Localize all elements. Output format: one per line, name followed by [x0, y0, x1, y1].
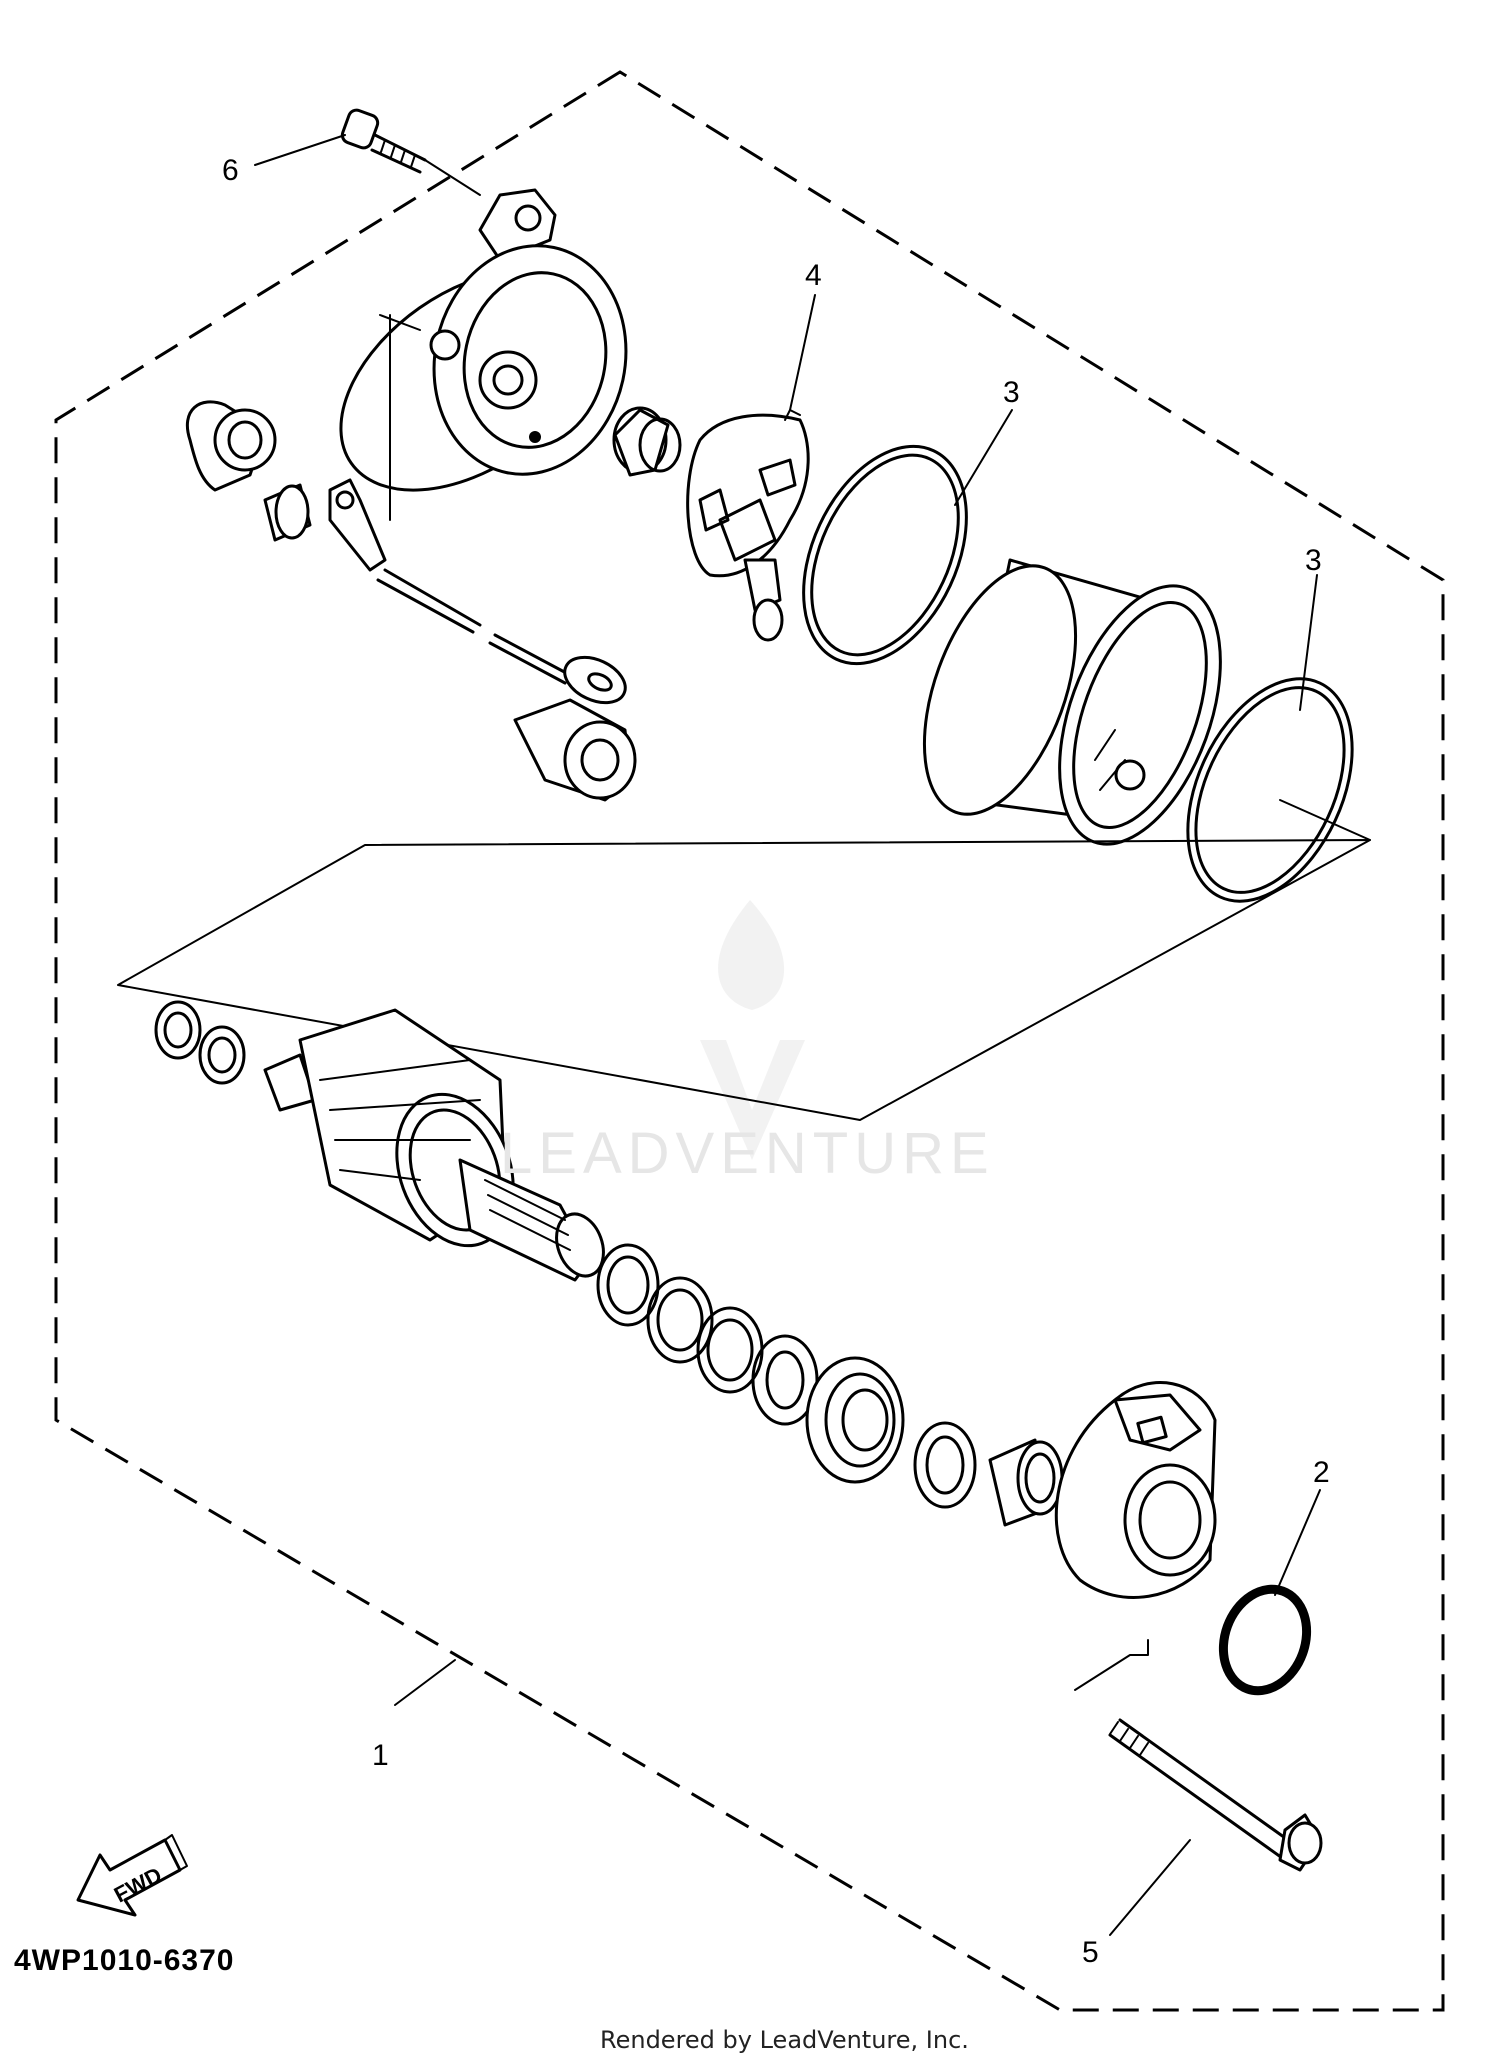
- callout-6: 6: [222, 154, 239, 187]
- shim-stack: [596, 1243, 819, 1426]
- watermark-text: LEADVENTURE: [500, 1121, 995, 1186]
- armature: [263, 1008, 605, 1282]
- through-bolt-part-5: [1108, 1718, 1323, 1872]
- callout-4: 4: [805, 259, 822, 292]
- callout-2: 2: [1313, 1456, 1330, 1489]
- callout-3a: 3: [1003, 376, 1020, 409]
- bolt-part-6: [340, 108, 481, 196]
- motor-yoke: [922, 558, 1222, 846]
- oil-seal: [805, 1356, 905, 1484]
- callout-3b: 3: [1305, 544, 1322, 577]
- o-ring-part-3-lower: [1186, 677, 1354, 903]
- callout-5: 5: [1082, 1936, 1099, 1969]
- callout-1: 1: [372, 1739, 389, 1772]
- rear-cover: [1054, 1381, 1217, 1691]
- leader-line-5: [1109, 1839, 1191, 1936]
- terminal-grommet: [185, 400, 312, 542]
- lead-wire: [328, 314, 627, 705]
- washer-pair: [154, 1000, 246, 1085]
- terminal-cap: [513, 698, 637, 802]
- render-credit: Rendered by LeadVenture, Inc.: [600, 2026, 969, 2054]
- fwd-arrow-icon: FWD: [76, 1834, 188, 1917]
- brush-holder-part-4: [686, 409, 810, 642]
- leader-line-6: [254, 134, 346, 166]
- diagram-code: 4WP1010-6370: [14, 1944, 235, 1977]
- washer: [913, 1421, 977, 1509]
- leader-line-2: [1274, 1489, 1321, 1596]
- o-ring-part-2: [1218, 1584, 1312, 1696]
- bushing: [612, 406, 682, 477]
- leader-line-3b: [1299, 574, 1318, 711]
- leader-line-1: [394, 1659, 456, 1706]
- leader-line-4: [789, 294, 816, 411]
- needle-bearing: [988, 1438, 1064, 1527]
- o-ring-part-3-upper: [802, 444, 968, 666]
- leader-line-3a: [954, 409, 1013, 506]
- assembly-boundary: [54, 70, 1445, 2012]
- leadventure-watermark-logo: [700, 900, 805, 1160]
